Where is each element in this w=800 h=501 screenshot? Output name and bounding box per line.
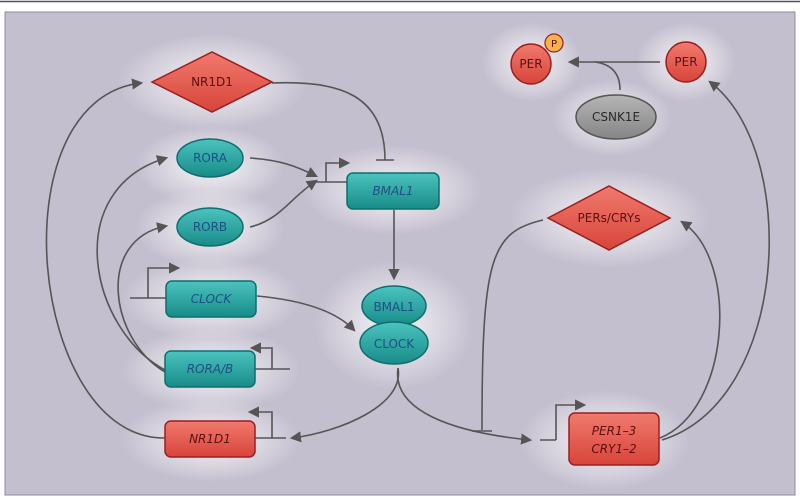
rorb-node: RORB bbox=[176, 207, 244, 247]
rorab-gene-label: RORA/B bbox=[187, 362, 234, 376]
rora-label: RORA bbox=[193, 151, 228, 165]
per1-3-label: PER1–3 bbox=[592, 424, 636, 438]
cry1-2-label: CRY1–2 bbox=[591, 442, 636, 456]
csnk1e-label: CSNK1E bbox=[592, 110, 640, 124]
per-cry-gene-node: PER1–3 CRY1–2 bbox=[568, 412, 660, 466]
bmal1-gene-label: BMAL1 bbox=[372, 184, 413, 198]
rorab-gene-node: RORA/B bbox=[164, 350, 256, 388]
inhibit-nr1d1-bmal1 bbox=[271, 81, 386, 161]
clock-protein-label: CLOCK bbox=[374, 337, 415, 351]
rora-node: RORA bbox=[176, 138, 244, 178]
bmal1-clock-complex: BMAL1 CLOCK bbox=[359, 285, 429, 365]
bmal1-protein-label: BMAL1 bbox=[373, 300, 414, 314]
percry-promoter bbox=[540, 404, 580, 441]
per-label: PER bbox=[674, 55, 697, 69]
phosphate-label: P bbox=[551, 39, 557, 50]
clock-gene-label: CLOCK bbox=[191, 292, 233, 306]
arrow-per-translation bbox=[661, 80, 771, 441]
pers-crys-label: PERs/CRYs bbox=[578, 211, 641, 225]
nr1d1-protein-label: NR1D1 bbox=[191, 75, 233, 89]
clock-gene-node: CLOCK bbox=[165, 280, 257, 318]
arrow-rorab-rora bbox=[96, 155, 169, 371]
nr1d1-gene-label: NR1D1 bbox=[189, 432, 231, 446]
arrow-rorab-rorb bbox=[117, 222, 169, 373]
nr1d1-protein-node: NR1D1 bbox=[150, 51, 274, 113]
activate-clock-percry bbox=[396, 367, 533, 445]
rorab-promoter bbox=[255, 347, 290, 370]
clock-promoter bbox=[130, 267, 172, 299]
bmal1-gene-node: BMAL1 bbox=[346, 172, 440, 210]
inhibit-percry bbox=[481, 219, 544, 431]
csnk1e-node: CSNK1E bbox=[575, 94, 657, 140]
pers-crys-node: PERs/CRYs bbox=[546, 185, 672, 251]
nr1d1-promoter bbox=[255, 411, 286, 439]
phosphate-badge bbox=[544, 33, 564, 53]
activate-rorb-bmal1 bbox=[249, 179, 318, 228]
arrow-nr1d1-translation bbox=[45, 78, 166, 439]
arrow-percry-translation bbox=[659, 220, 721, 439]
bmal1-promoter bbox=[312, 162, 348, 183]
per-phospho-label: PER bbox=[519, 57, 542, 71]
nr1d1-gene-node: NR1D1 bbox=[164, 420, 256, 458]
rorb-label: RORB bbox=[193, 220, 227, 234]
connectors bbox=[45, 56, 771, 445]
activate-rora-bmal1 bbox=[249, 157, 319, 178]
per-node: PER bbox=[665, 41, 707, 83]
arrow-clock-translation bbox=[256, 295, 356, 332]
per-phospho-node: PER P bbox=[510, 33, 564, 85]
clock-protein-node bbox=[359, 321, 429, 365]
csnk1e-catalysis bbox=[594, 61, 621, 91]
